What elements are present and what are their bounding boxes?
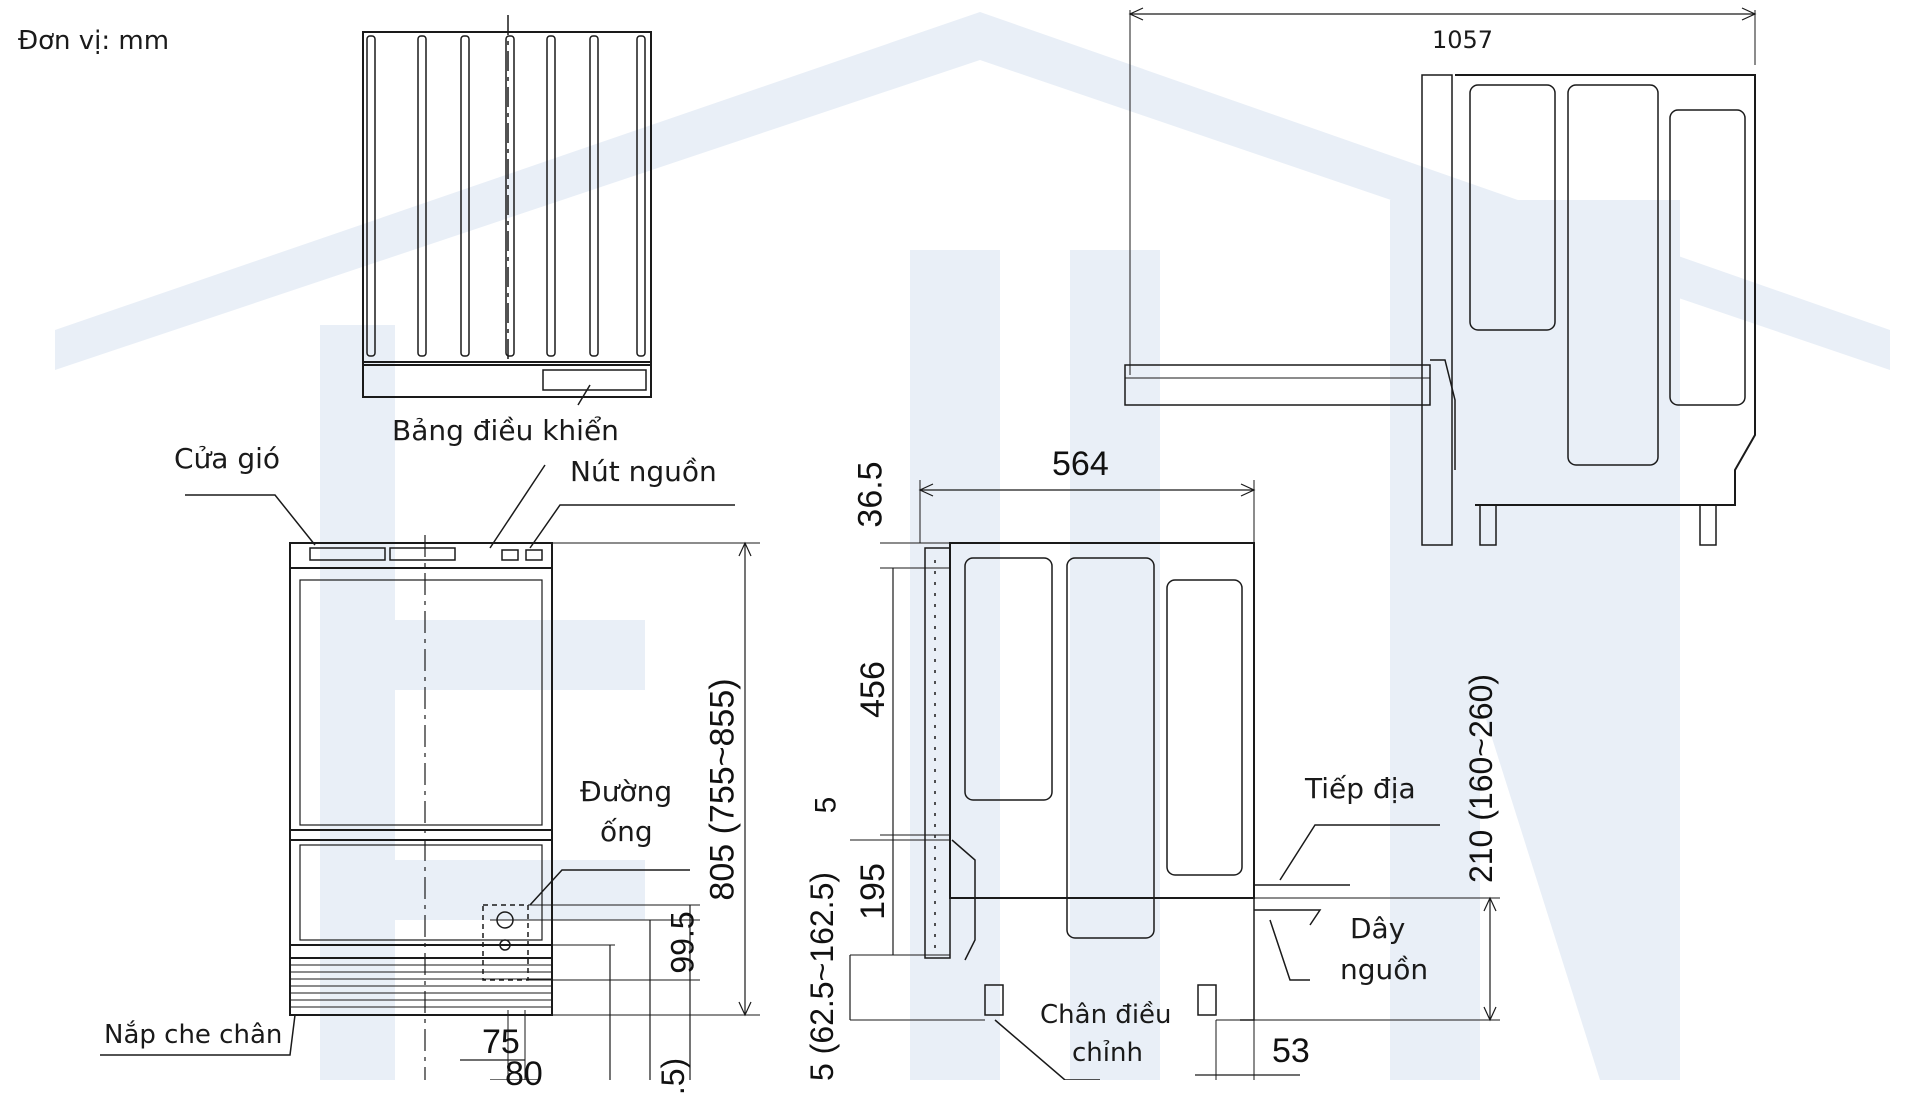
pipe-leader — [529, 869, 690, 906]
dim-height-total: 805 (755~855) — [703, 678, 742, 901]
top-view-control-panel — [542, 369, 647, 391]
dim-5: 5 — [809, 796, 843, 814]
label-ground: Tiếp địa — [1305, 772, 1416, 805]
ground-leader — [1279, 824, 1440, 881]
dim-62-5: 5 (62.5~162.5) — [804, 871, 841, 1082]
label-pipe-1: Đường — [580, 775, 673, 808]
label-power-cord-2: nguồn — [1340, 953, 1429, 986]
front-view — [100, 464, 760, 1080]
label-foot-cover: Nắp che chân — [104, 1020, 283, 1050]
air-vent-leader — [185, 494, 316, 546]
dim-53: 53 — [1272, 1032, 1310, 1070]
label-control-panel: Bảng điều khiển — [392, 414, 619, 447]
label-power-cord-1: Dây — [1350, 912, 1406, 945]
top-view-ribs — [366, 35, 646, 357]
air-vent-grille — [309, 547, 386, 561]
foot-cover-slats — [290, 964, 552, 1008]
dim-5b: .5) — [655, 1057, 692, 1095]
power-button-leader — [529, 504, 735, 549]
foot-cover-leader — [100, 1014, 296, 1056]
label-air-vent: Cửa gió — [174, 442, 281, 475]
power-cord-shape — [1254, 909, 1322, 926]
dim-195: 195 — [853, 863, 892, 920]
watermark-logo — [55, 12, 1890, 1080]
dim-456: 456 — [853, 661, 892, 718]
open-side-view — [1124, 7, 1757, 546]
power-cord-leader — [1269, 919, 1310, 981]
label-power-button: Nút nguồn — [570, 455, 717, 488]
dim-75: 75 — [482, 1023, 520, 1061]
dim-36-5: 36.5 — [851, 461, 890, 528]
top-view — [362, 15, 652, 406]
label-adjust-foot-2: chỉnh — [1072, 1038, 1143, 1068]
adjust-foot-leader — [994, 1019, 1100, 1080]
dim-80: 80 — [505, 1055, 543, 1093]
unit-label: Đơn vị: mm — [18, 26, 170, 56]
label-pipe-2: ống — [600, 815, 653, 848]
dim-210: 210 (160~260) — [1463, 673, 1500, 884]
label-adjust-foot-1: Chân điều — [1040, 1000, 1172, 1030]
control-panel-front-leader — [489, 464, 546, 549]
power-button-shape — [501, 549, 519, 561]
side-view — [849, 480, 1500, 1080]
dim-open-length: 1057 — [1432, 26, 1494, 54]
dim-99-5: 99.5 — [664, 911, 701, 974]
dim-depth: 564 — [1052, 445, 1109, 483]
control-panel-leader — [577, 384, 591, 406]
pipe-box — [482, 904, 529, 981]
